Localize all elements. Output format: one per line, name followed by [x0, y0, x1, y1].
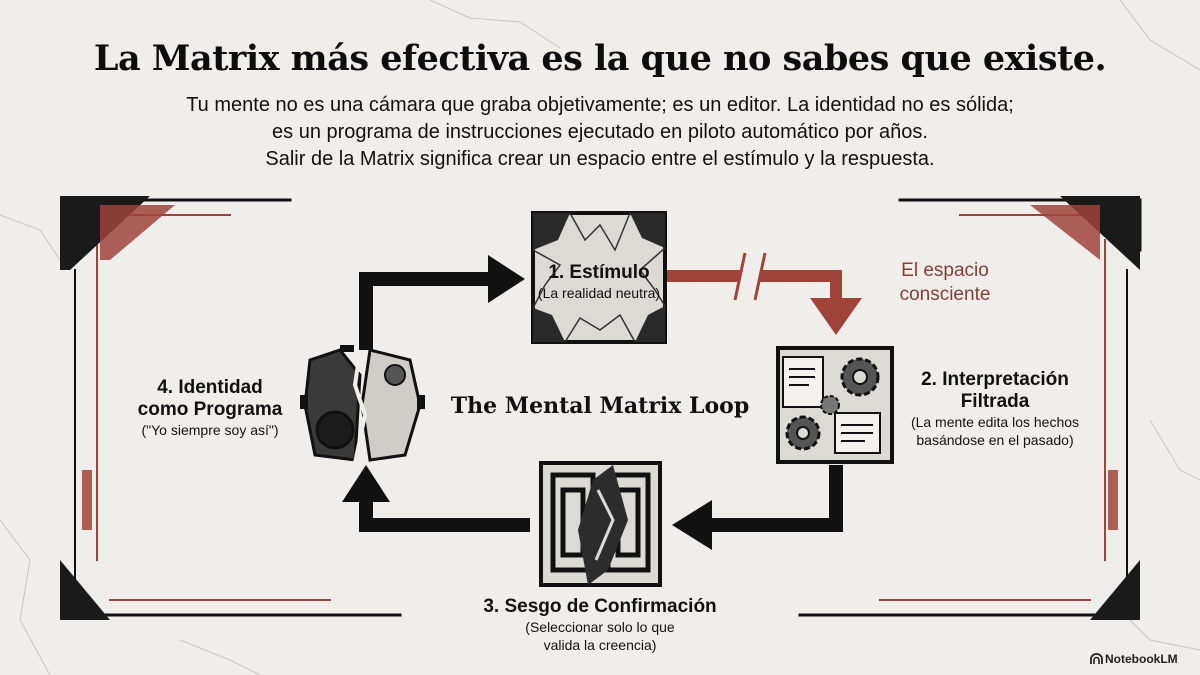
- node-confirmation-bias: 3. Sesgo de Confirmación (Seleccionar so…: [440, 596, 760, 654]
- gap-label-line: El espacio: [901, 260, 989, 281]
- subtitle-line: es un programa de instrucciones ejecutad…: [272, 121, 928, 143]
- broken-gear-icon: [300, 345, 425, 464]
- broken-maze-icon: [539, 461, 662, 587]
- node-stimulus: 1. Estímulo (La realidad neutra): [530, 262, 668, 302]
- node-subtitle: basándose en el pasado): [916, 432, 1074, 448]
- subtitle-line: Tu mente no es una cámara que graba obje…: [186, 94, 1014, 116]
- notebooklm-logo-icon: [1090, 653, 1103, 664]
- cracked-tile-icon: [531, 211, 667, 344]
- arrow-identity-to-stimulus: [359, 272, 490, 350]
- node-interpretation: 2. Interpretación Filtrada (La mente edi…: [895, 369, 1095, 449]
- node-title: 2. Interpretación: [921, 369, 1069, 390]
- subtitle-line: Salir de la Matrix significa crear un es…: [265, 148, 935, 170]
- node-title: como Programa: [137, 399, 283, 420]
- node-title: 1. Estímulo: [548, 262, 650, 283]
- gap-label-line: consciente: [899, 284, 991, 305]
- gears-document-icon: [776, 346, 894, 464]
- page-title: La Matrix más efectiva es la que no sabe…: [93, 38, 1107, 79]
- page-subtitle: Tu mente no es una cámara que graba obje…: [100, 92, 1100, 173]
- arrow-interpretation-to-bias: [710, 465, 843, 532]
- gap-label: El espacio consciente: [880, 259, 1010, 307]
- arrowhead: [488, 255, 525, 303]
- node-identity: 4. Identidad como Programa ("Yo siempre …: [130, 377, 290, 439]
- arrow-bias-to-identity: [359, 500, 530, 532]
- node-subtitle: ("Yo siempre soy así"): [141, 422, 279, 438]
- arrowhead: [810, 298, 862, 335]
- node-title: 4. Identidad: [157, 377, 263, 398]
- node-title: 3. Sesgo de Confirmación: [483, 596, 717, 617]
- node-title: Filtrada: [960, 391, 1030, 412]
- node-subtitle: valida la creencia): [543, 637, 657, 653]
- node-subtitle: (La realidad neutra): [537, 285, 661, 301]
- node-subtitle: (La mente edita los hechos: [910, 414, 1080, 430]
- arrowhead: [672, 500, 712, 550]
- diagram-center-title: The Mental Matrix Loop: [450, 393, 750, 419]
- brand-label: NotebookLM: [1105, 652, 1178, 666]
- node-subtitle: (Seleccionar solo lo que: [525, 619, 675, 635]
- arrowhead: [342, 465, 390, 502]
